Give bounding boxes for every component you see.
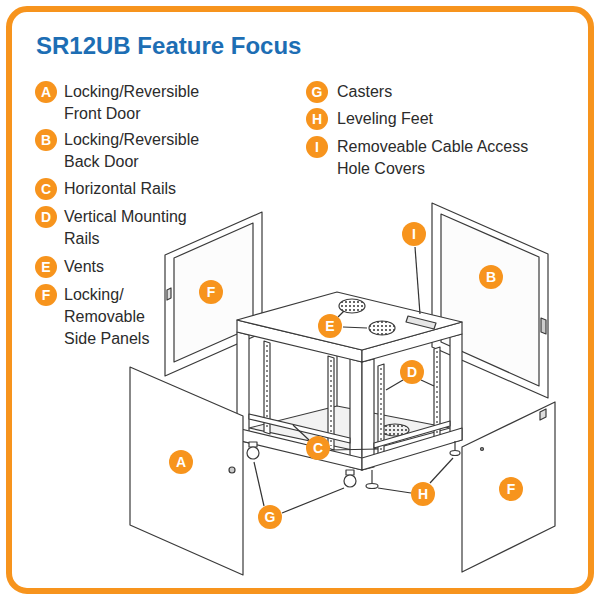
leader-line [254, 462, 264, 506]
callout-letter: B [486, 270, 496, 284]
title: SR12UB Feature Focus [36, 32, 301, 60]
panel-outline [462, 402, 555, 572]
callout-badge: E [318, 314, 342, 338]
callout-badge: I [306, 136, 328, 158]
leader-lines [254, 247, 453, 513]
door-handle [541, 318, 546, 334]
front-door [130, 367, 243, 575]
leader-line [282, 488, 344, 513]
bottom-rail [237, 428, 362, 470]
callout-letter: H [418, 487, 428, 501]
callout-letter: B [41, 133, 51, 147]
callout-badge: F [199, 280, 223, 304]
feature-label: Locking/ Removable Side Panels [64, 284, 156, 350]
panel-latch [167, 288, 171, 300]
feature-label: Vertical Mounting Rails [64, 206, 214, 250]
callout-badge: G [306, 81, 328, 103]
callout-letter: F [42, 288, 51, 302]
callout-badge: B [479, 265, 503, 289]
feature-label: Leveling Feet [337, 108, 537, 130]
corner-post [450, 334, 462, 443]
feature-label: Removeable Cable Access Hole Covers [337, 136, 547, 180]
callout-badge: H [306, 108, 328, 130]
leveling-foot [450, 451, 460, 456]
feature-label: Casters [337, 81, 537, 103]
callout-badge: D [35, 206, 57, 228]
rack-cabinet [237, 292, 462, 489]
rail-holes [380, 368, 381, 452]
callout-badge: G [258, 505, 282, 529]
feature-label: Locking/Reversible Front Door [64, 81, 214, 125]
caster-wheel [247, 447, 259, 459]
leader-line [378, 488, 411, 493]
door-lock [229, 467, 235, 473]
top-face [237, 292, 462, 350]
callout-letter: E [41, 260, 50, 274]
leader-line [293, 425, 309, 440]
callout-badge: C [35, 178, 57, 200]
callout-letter: A [176, 455, 186, 469]
caster-wheel [344, 475, 356, 487]
corner-post [350, 359, 362, 470]
feature-label: Locking/Reversible Back Door [64, 129, 214, 173]
caster-bracket [346, 470, 354, 475]
leader-line [338, 311, 344, 317]
right-side-panel [462, 402, 555, 572]
callout-badge: D [400, 360, 424, 384]
leveling-foot [366, 484, 378, 489]
leader-line [430, 458, 453, 483]
rail-holes [266, 345, 267, 430]
callout-letter: G [265, 510, 276, 524]
foot-stem [454, 441, 455, 451]
callout-letter: F [207, 285, 216, 299]
callout-letter: F [507, 482, 516, 496]
callout-letter: H [312, 112, 322, 126]
callout-letter: C [41, 182, 51, 196]
callout-letter: E [325, 319, 334, 333]
feature-label: Horizontal Rails [64, 178, 224, 200]
leader-line [415, 247, 420, 314]
caster-bracket [249, 442, 257, 447]
door-outline [130, 367, 243, 575]
callout-badge: A [169, 450, 193, 474]
leader-line [386, 380, 403, 390]
rail-holes [436, 351, 437, 435]
panel-screw [481, 448, 484, 451]
callout-letter: D [41, 210, 51, 224]
callout-letter: D [407, 365, 417, 379]
callout-badge: E [35, 256, 57, 278]
callout-badge: B [35, 129, 57, 151]
callout-badge: C [306, 436, 330, 460]
callout-badge: F [35, 284, 57, 306]
callout-letter: G [312, 85, 323, 99]
corner-post [362, 359, 374, 470]
callout-badge: I [402, 222, 426, 246]
top-vent [339, 299, 365, 313]
cable-hole-cover [406, 316, 436, 329]
callout-badge: H [411, 482, 435, 506]
leader-line [343, 327, 367, 328]
callout-badge: A [35, 81, 57, 103]
callout-letter: I [412, 227, 416, 241]
callout-letter: I [315, 140, 319, 154]
leader-line [421, 380, 434, 386]
callout-badge: F [499, 477, 523, 501]
top-vent [369, 321, 395, 335]
feature-label: Vents [64, 256, 214, 278]
leader-line [331, 449, 378, 450]
panel-latch [540, 409, 546, 420]
callout-letter: A [41, 85, 51, 99]
foot-stem [371, 470, 372, 484]
frame-border [9, 9, 591, 591]
callout-letter: C [313, 441, 323, 455]
